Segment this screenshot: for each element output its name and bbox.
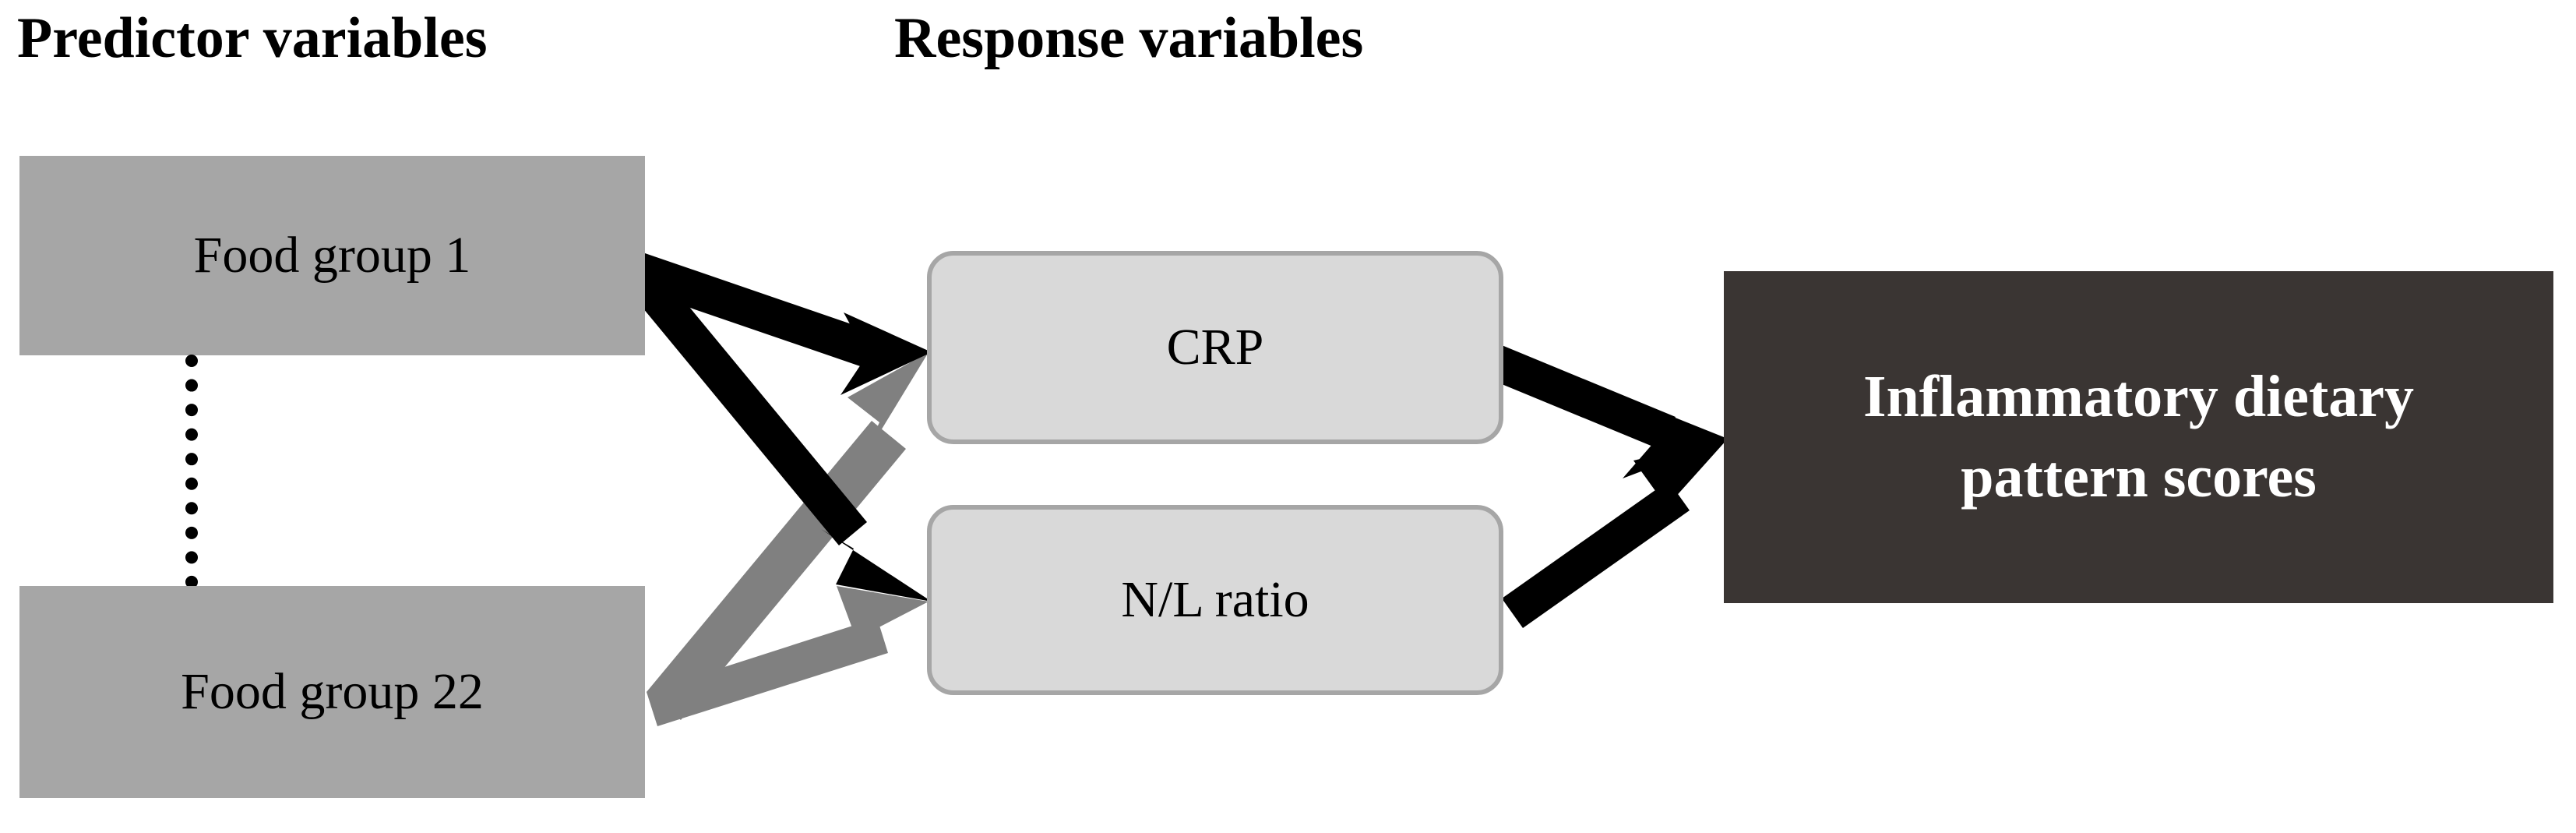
outcome-label-line-2: pattern scores xyxy=(1961,444,2317,510)
outcome-label-line-1: Inflammatory dietary xyxy=(1862,364,2415,430)
predictor-box-food-group-1[interactable]: Food group 1 xyxy=(19,156,645,355)
response-label-nl-ratio: N/L ratio xyxy=(1121,571,1309,629)
predictor-box-food-group-22[interactable]: Food group 22 xyxy=(19,586,645,798)
edge-food-group-1-to-nl-ratio xyxy=(617,253,932,602)
edge-nl-ratio-to-outcome xyxy=(1502,439,1728,628)
dotted-ellipsis-connector xyxy=(185,355,198,588)
edge-food-group-22-to-crp xyxy=(647,352,929,720)
predictor-column-header: Predictor variables xyxy=(17,6,488,70)
edge-food-group-22-to-nl-ratio xyxy=(647,586,929,726)
response-box-crp[interactable]: CRP xyxy=(927,251,1503,444)
edge-food-group-1-to-crp xyxy=(633,253,932,395)
outcome-label-wrapper: Inflammatory dietary pattern scores xyxy=(1863,357,2414,517)
response-label-crp: CRP xyxy=(1166,319,1264,376)
response-column-header: Response variables xyxy=(894,6,1364,70)
outcome-box-inflammatory-dietary-pattern-scores[interactable]: Inflammatory dietary pattern scores xyxy=(1724,271,2553,603)
response-box-nl-ratio[interactable]: N/L ratio xyxy=(927,505,1503,695)
predictor-label-food-group-22: Food group 22 xyxy=(181,663,484,721)
predictor-label-food-group-1: Food group 1 xyxy=(193,227,471,284)
edge-crp-to-outcome xyxy=(1489,345,1728,478)
